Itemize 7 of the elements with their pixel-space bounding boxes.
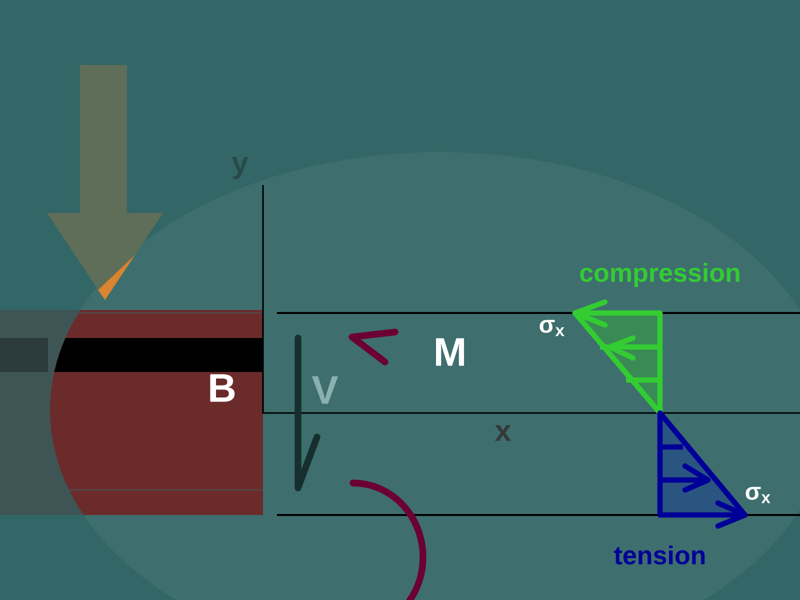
shear-label: V [312, 376, 338, 404]
stress-label: compression [580, 262, 740, 288]
stress-symbol: σ$_{x}$ [746, 486, 770, 504]
stress-label: tension [614, 545, 705, 565]
point-label: B [210, 374, 235, 402]
moment-label: M [436, 338, 464, 366]
stress-symbol: σ$_{x}$ [540, 320, 564, 336]
